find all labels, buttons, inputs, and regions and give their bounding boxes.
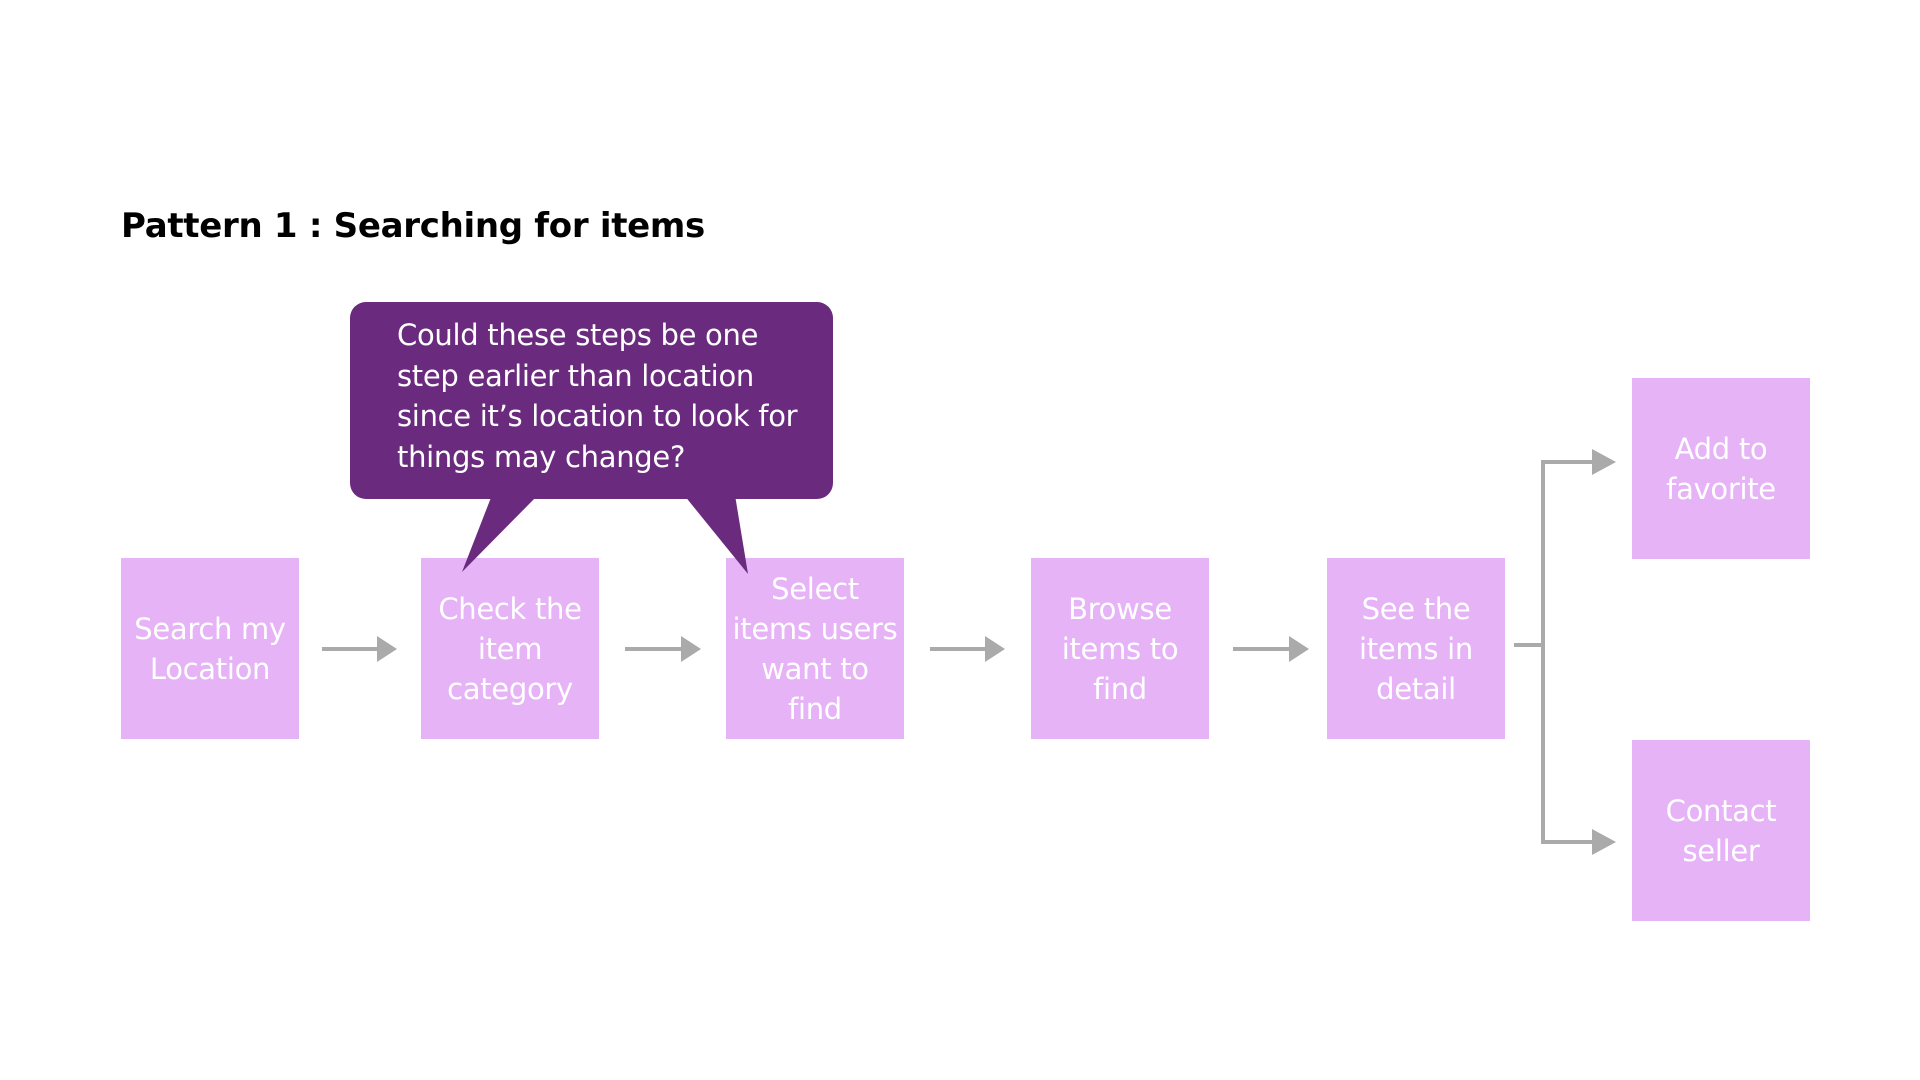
branch-to-favorite [1541, 460, 1595, 645]
step-label: Browse items to find [1061, 591, 1179, 706]
step-label: Add to favorite [1666, 431, 1776, 506]
comment-text: Could these steps be one step earlier th… [397, 318, 798, 474]
step-browse-items: Browse items to find [1031, 558, 1209, 739]
arrowhead-favorite [1592, 449, 1616, 475]
arrowhead-2 [681, 636, 701, 662]
comment-bubble: Could these steps be one step earlier th… [350, 302, 833, 499]
step-label: Select items users want to find [732, 571, 898, 726]
step-add-favorite: Add to favorite [1632, 378, 1810, 559]
step-check-category: Check the item category [421, 558, 599, 739]
arrowhead-4 [1289, 636, 1309, 662]
step-select-items: Select items users want to find [726, 558, 904, 739]
step-search-location: Search my Location [121, 558, 299, 739]
arrowhead-1 [377, 636, 397, 662]
arrowhead-contact [1592, 829, 1616, 855]
step-contact-seller: Contact seller [1632, 740, 1810, 921]
step-label: Search my Location [134, 611, 286, 686]
diagram-title: Pattern 1 : Searching for items [121, 206, 705, 246]
step-see-detail: See the items in detail [1327, 558, 1505, 739]
branch-to-contact [1541, 645, 1595, 844]
arrowhead-3 [985, 636, 1005, 662]
step-label: Contact seller [1665, 793, 1777, 868]
step-label: See the items in detail [1359, 591, 1473, 706]
step-label: Check the item category [438, 591, 582, 706]
